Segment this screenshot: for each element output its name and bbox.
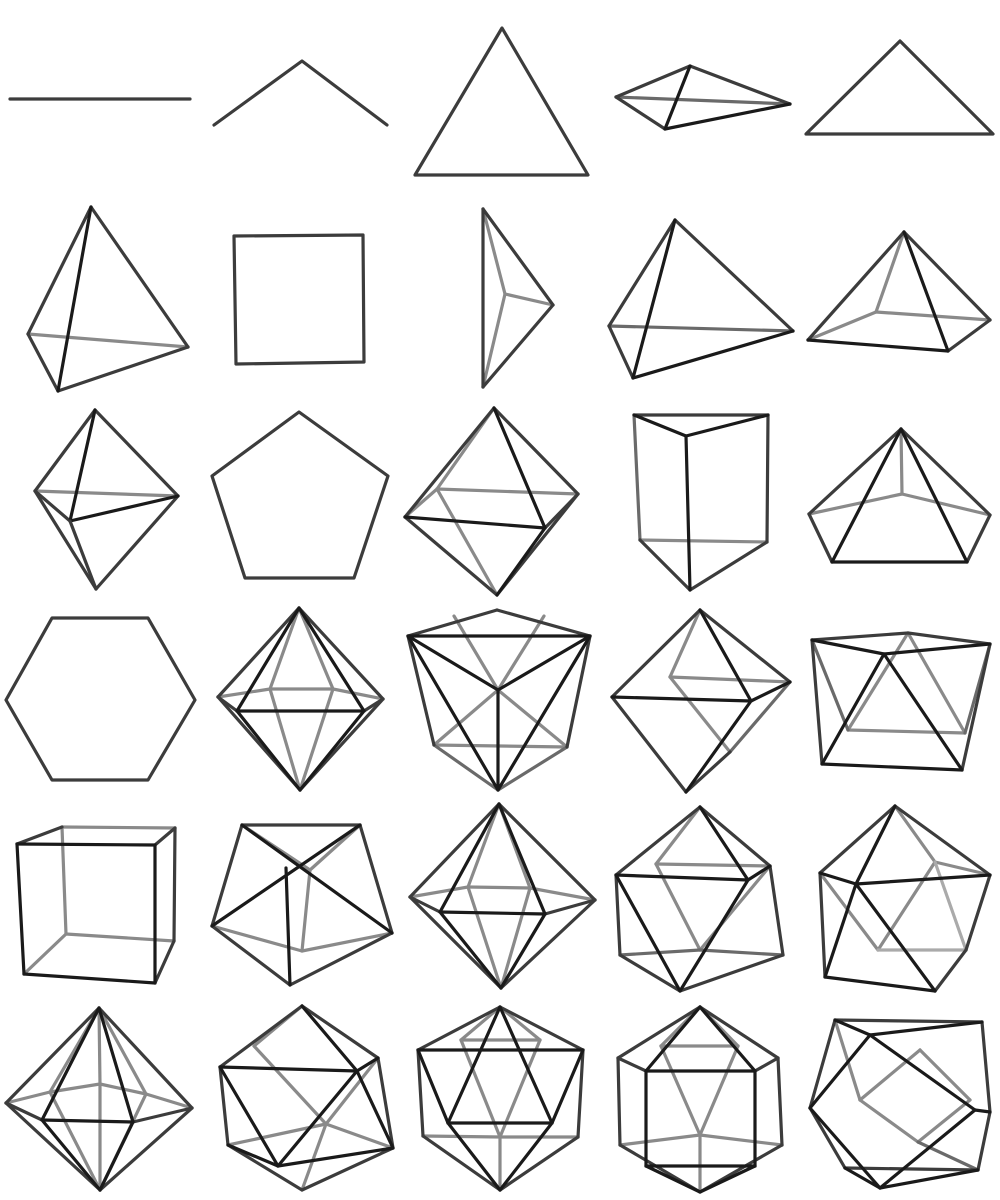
flat-triangle-shape xyxy=(804,39,995,136)
pentagonal-pyramid-shape xyxy=(807,427,992,564)
triangle-shape xyxy=(413,26,590,177)
icosahedron-a-shape xyxy=(218,1004,395,1192)
bent-path-shape xyxy=(212,59,389,127)
snub-disphenoid-shape xyxy=(210,823,394,987)
triakis-polyhedron-shape xyxy=(406,608,592,792)
cuboctahedral-polyhedron-shape xyxy=(808,1018,992,1190)
flat-tetrahedron-shape xyxy=(614,64,792,131)
hexagon-shape xyxy=(4,616,197,782)
triangular-prism-shape xyxy=(632,413,770,592)
tilted-tetrahedron-shape xyxy=(607,218,795,380)
cube-shape xyxy=(15,825,177,985)
square-pyramid-shape xyxy=(806,230,992,353)
tetrahedron-shape xyxy=(26,205,190,393)
icosahedron-c-shape xyxy=(616,1005,784,1194)
deltahedron-b-shape xyxy=(408,802,597,990)
pentagonal-bipyramid-shape xyxy=(216,606,385,792)
thin-tetrahedron-shape xyxy=(481,207,555,389)
hexagonal-bipyramid-shape xyxy=(4,1006,194,1192)
pentagon-shape xyxy=(210,410,390,580)
gyroelongated-polyhedron-shape xyxy=(810,631,992,772)
square-shape xyxy=(232,233,366,366)
triangular-bipyramid-shape xyxy=(33,408,180,591)
icosahedron-b-shape xyxy=(416,1005,585,1192)
octahedron-shape xyxy=(403,406,580,597)
deltahedron-a-shape xyxy=(610,608,792,794)
deltahedron-c-shape xyxy=(614,805,785,993)
deltahedron-d-shape xyxy=(818,804,992,993)
